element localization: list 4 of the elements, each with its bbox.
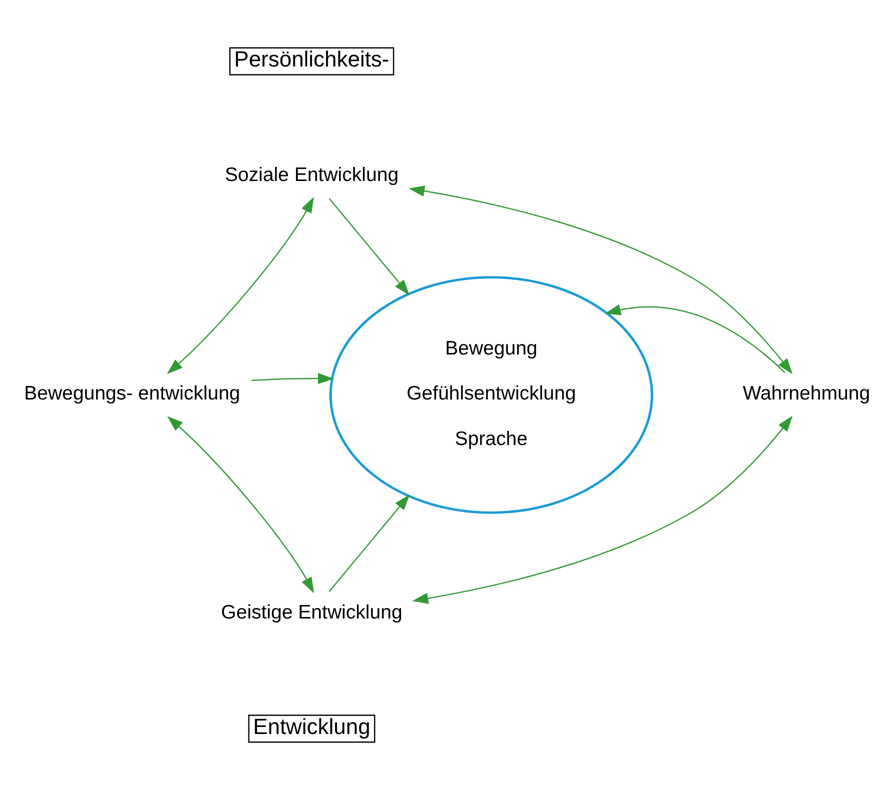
node-text: Geistige Entwicklung bbox=[221, 600, 402, 623]
node-text: Bewegungs- entwicklung bbox=[24, 382, 240, 404]
node-text: Wahrnehmung bbox=[742, 382, 870, 404]
node-text: Soziale Entwicklung bbox=[224, 163, 399, 186]
